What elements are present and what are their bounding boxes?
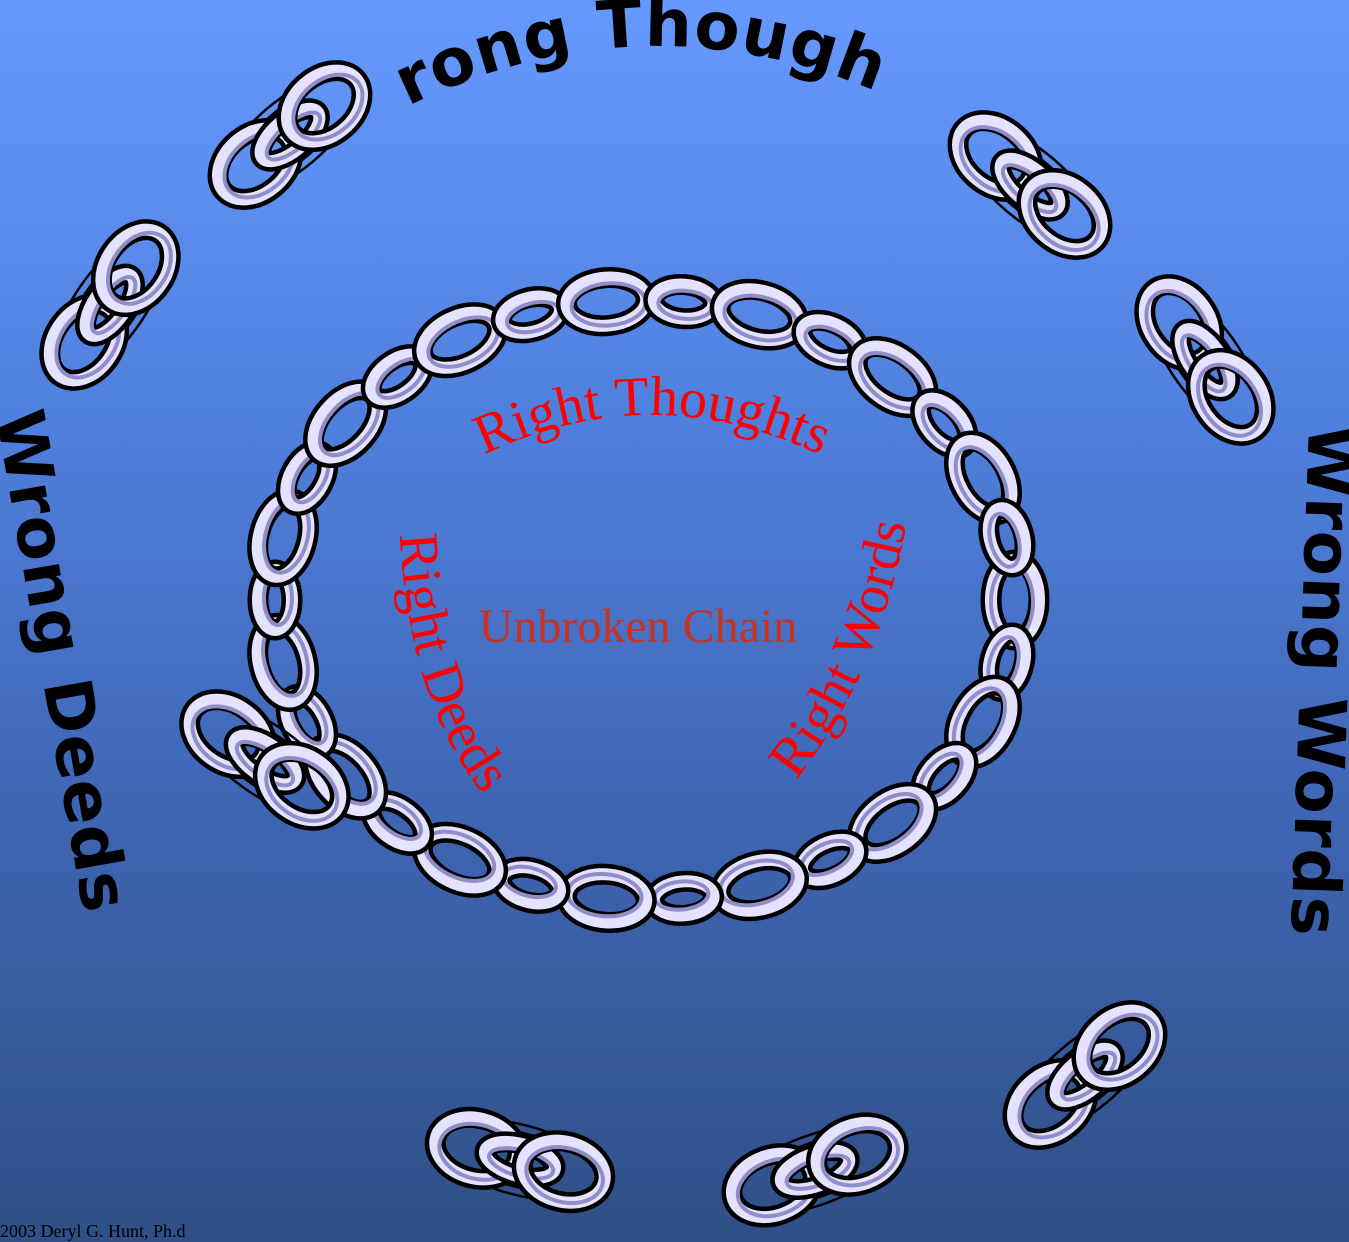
- chain-fragment-icon: [428, 1109, 612, 1212]
- chain-fragment-icon: [204, 56, 376, 214]
- chain-link: [715, 281, 805, 348]
- chain-link: [564, 274, 648, 329]
- chain-fragment-icon: [723, 1112, 907, 1228]
- chain-fragment-icon: [999, 996, 1171, 1154]
- chain-link: [564, 871, 648, 926]
- chain-link: [715, 852, 805, 919]
- wrong-deeds-label: Wrong Deeds: [0, 404, 144, 918]
- wrong-words-label: Wrong Words: [1275, 423, 1349, 938]
- chain-fragment-icon: [1131, 272, 1280, 449]
- copyright-notice: 2003 Deryl G. Hunt, Ph.d: [0, 1221, 186, 1242]
- unbroken-chain-label: Unbroken Chain: [479, 600, 798, 653]
- chain-link: [497, 291, 564, 339]
- chain-link: [652, 879, 715, 918]
- chain-link: [983, 504, 1031, 571]
- chain-fragment-icon: [36, 217, 185, 394]
- right-thoughts-label: Right Thoughts: [465, 366, 841, 467]
- right-deeds-label: Right Deeds: [386, 530, 522, 802]
- wrong-thoughts-label: Wrong Thoughts: [0, 0, 898, 121]
- chain-link: [652, 282, 715, 321]
- chain-fragment-icon: [944, 106, 1116, 264]
